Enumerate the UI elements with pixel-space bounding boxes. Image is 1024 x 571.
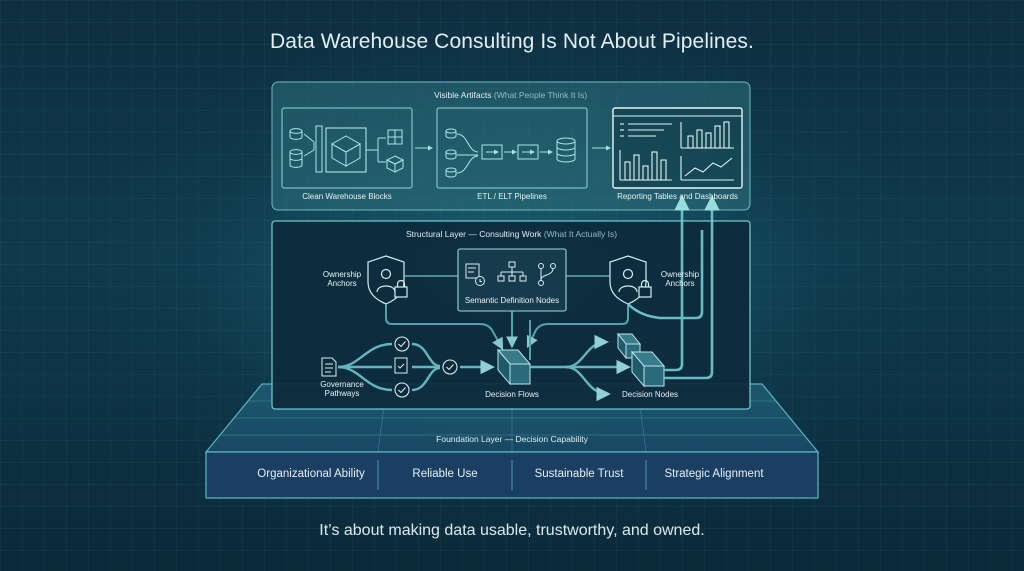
- page-title: Data Warehouse Consulting Is Not About P…: [270, 30, 754, 53]
- foundation-item-strategic-alignment: Strategic Alignment: [664, 468, 764, 480]
- bar-chart-icon: [680, 121, 734, 149]
- foundation-layer-label: Foundation Layer — Decision Capability: [436, 434, 588, 444]
- database-icon: [445, 128, 457, 178]
- reporting-label: Reporting Tables and Dashboards: [617, 192, 738, 201]
- bar-chart-icon: [619, 150, 672, 181]
- semantic-definition-label: Semantic Definition Nodes: [464, 296, 560, 305]
- decision-cube-icon: [630, 350, 666, 388]
- structural-layer-label: Structural Layer — Consulting Work (What…: [406, 229, 618, 239]
- etl-pipelines-panel: [436, 107, 588, 189]
- document-icon: [394, 357, 408, 374]
- clean-warehouse-label: Clean Warehouse Blocks: [302, 192, 392, 201]
- document-icon: [321, 357, 337, 377]
- decision-nodes-label: Decision Nodes: [621, 390, 679, 399]
- reporting-dashboards-panel: [612, 107, 743, 189]
- database-icon: [556, 137, 576, 163]
- shield-user-lock-icon: [367, 255, 408, 305]
- foundation-item-sustainable-trust: Sustainable Trust: [534, 468, 624, 480]
- ownership-anchors-right-label: Ownership Anchors: [660, 270, 700, 288]
- clean-warehouse-blocks-panel: [281, 107, 413, 189]
- decision-cube-icon: [496, 348, 532, 386]
- line-chart-icon: [680, 156, 734, 181]
- ownership-anchors-left-label: Ownership Anchors: [322, 270, 362, 288]
- foundation-item-reliable-use: Reliable Use: [412, 468, 478, 480]
- check-circle-icon: [394, 336, 458, 398]
- semantic-definition-box: [457, 248, 567, 312]
- decision-flows-label: Decision Flows: [485, 390, 539, 399]
- hierarchy-icon: [497, 261, 527, 282]
- database-icon: [289, 128, 303, 168]
- visible-layer-label: Visible Artifacts (What People Think It …: [434, 90, 588, 100]
- governance-pathways-label: Governance Pathways: [320, 380, 364, 398]
- page-subtitle: It’s about making data usable, trustwort…: [319, 522, 705, 539]
- calendar-clock-icon: [465, 263, 485, 286]
- cube-icon: [330, 135, 362, 167]
- branch-icon: [538, 263, 556, 286]
- foundation-item-organizational-ability: Organizational Ability: [257, 468, 365, 480]
- etl-pipelines-label: ETL / ELT Pipelines: [477, 192, 547, 201]
